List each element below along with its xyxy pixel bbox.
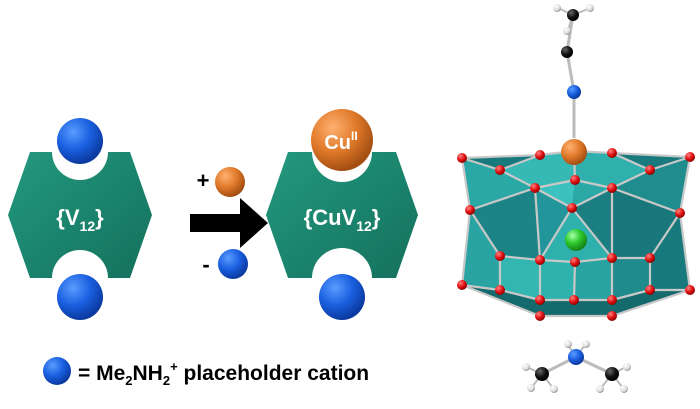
v12-cluster: {V12} [8,118,152,320]
hydrogen-atom [564,340,572,348]
copper-label-sup: II [351,129,358,143]
oxygen-atom [607,295,617,305]
hydrogen-atom [553,4,561,12]
oxygen-atom [567,203,577,213]
legend-text: = Me2NH2+ placeholder cation [78,359,369,388]
hydrogen-atom [550,385,558,393]
carbon-atom [567,9,579,21]
plus-sign: + [197,168,210,193]
exchange-arrow-group: + - [190,167,268,279]
dimethylammonium-cation [522,340,631,393]
copper-atom [561,139,587,165]
nitrogen-atom [567,85,581,99]
oxygen-atom [607,148,617,158]
oxygen-atom [569,295,579,305]
oxygen-atom [457,280,467,290]
cuv12-label-main: {CuV [304,205,357,230]
v12-label-close: } [95,205,104,230]
cation-bottom-left [57,274,103,320]
vanadate-cage [457,139,695,321]
oxygen-atom [607,253,617,263]
acetonitrile-ligand [553,4,594,138]
hydrogen-atom [527,384,535,392]
legend-text-d: placeholder cation [178,362,369,385]
hydrogen-atom [563,27,571,35]
oxygen-atom [535,295,545,305]
crystal-structure [457,4,695,393]
cuv12-cluster: CuII {CuV12} [266,109,418,320]
oxygen-atom [495,251,505,261]
hydrogen-atom [620,385,628,393]
cation-top-left [57,118,103,164]
oxygen-atom [607,311,617,321]
hydrogen-atom [522,363,530,371]
oxygen-atom [535,150,545,160]
carbon-atom [561,46,573,58]
oxygen-atom [645,165,655,175]
cuv12-label-close: } [372,205,381,230]
hydrogen-atom [596,385,604,393]
oxygen-atom [675,208,685,218]
incoming-copper-ion [215,167,245,197]
oxygen-atom [530,183,540,193]
hydrogen-atom [623,363,631,371]
legend-sup-c: + [170,359,178,374]
v12-label-sub: 12 [80,218,96,234]
oxygen-atom [495,165,505,175]
v12-cluster-shape [8,152,152,278]
oxygen-atom [685,285,695,295]
oxygen-atom [535,311,545,321]
oxygen-atom [495,285,505,295]
oxygen-atom [570,175,580,185]
cuv12-label-sub: 12 [356,218,372,234]
legend: = Me2NH2+ placeholder cation [43,357,369,388]
oxygen-atom [457,153,467,163]
oxygen-atom [685,152,695,162]
legend-text-b: NH [133,362,163,385]
outgoing-cation [218,249,248,279]
carbon-atom [535,367,549,381]
legend-sub-b: 2 [163,373,170,388]
oxygen-atom [465,205,475,215]
oxygen-atom [570,257,580,267]
v12-label-main: {V [56,205,80,230]
copper-ion [311,109,373,171]
copper-label-main: Cu [324,132,351,154]
cation-bottom-right [319,274,365,320]
cage-face [470,188,540,260]
oxygen-atom [535,255,545,265]
legend-sub-a: 2 [125,373,132,388]
oxygen-atom [645,285,655,295]
hydrogen-atom [586,4,594,12]
minus-sign: - [202,252,209,277]
chloride-guest [565,229,587,251]
copper-label: CuII [324,129,357,154]
hydrogen-atom [582,340,590,348]
carbon-atom [605,367,619,381]
nitrogen-atom [568,349,584,365]
v12-label: {V12} [56,205,104,234]
legend-cation-swatch [43,357,71,385]
cuv12-cluster-shape [266,152,418,278]
legend-text-a: = Me [78,362,125,385]
oxygen-atom [645,253,655,263]
cuv12-label: {CuV12} [304,205,381,234]
oxygen-atoms [457,148,695,321]
oxygen-atom [607,183,617,193]
reaction-arrow [190,198,268,248]
